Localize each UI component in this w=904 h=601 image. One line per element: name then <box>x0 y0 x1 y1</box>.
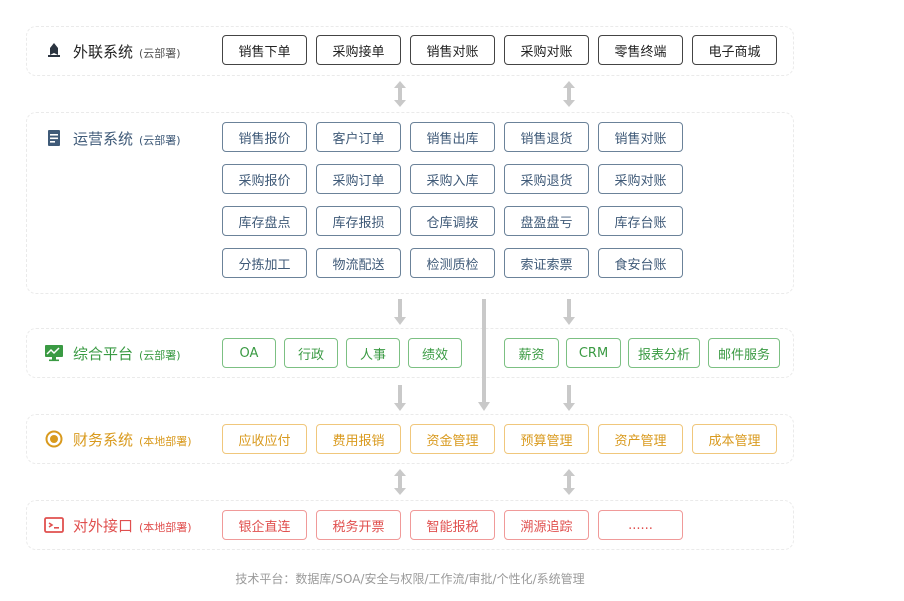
node-ops[interactable]: 库存报损 <box>316 206 401 236</box>
node-ops[interactable]: 仓库调拨 <box>410 206 495 236</box>
bidirectional-arrow-icon <box>563 469 575 495</box>
node-external[interactable]: 零售终端 <box>598 35 683 65</box>
node-ops[interactable]: 采购入库 <box>410 164 495 194</box>
node-ops[interactable]: 采购对账 <box>598 164 683 194</box>
section-title-text: 综合平台 <box>73 345 134 363</box>
section-title-interface: 对外接口 (本地部署) <box>73 515 192 536</box>
node-integrated[interactable]: 薪资 <box>504 338 559 368</box>
node-integrated[interactable]: OA <box>222 338 276 368</box>
node-ops[interactable]: 检测质检 <box>410 248 495 278</box>
terminal-icon <box>43 514 65 536</box>
node-ops[interactable]: 盘盈盘亏 <box>504 206 589 236</box>
node-ops[interactable]: 食安台账 <box>598 248 683 278</box>
section-finance <box>26 414 794 464</box>
node-external[interactable]: 电子商城 <box>692 35 777 65</box>
node-ops[interactable]: 索证索票 <box>504 248 589 278</box>
down-arrow-icon <box>394 299 406 325</box>
bidirectional-arrow-icon <box>394 81 406 107</box>
node-external[interactable]: 采购对账 <box>504 35 589 65</box>
node-integrated[interactable]: 邮件服务 <box>708 338 780 368</box>
down-arrow-icon <box>563 385 575 411</box>
long-down-arrow-icon <box>478 299 490 411</box>
node-ops[interactable]: 销售报价 <box>222 122 307 152</box>
section-deploy-label: (云部署) <box>139 349 181 362</box>
tech-platform-footer: 技术平台：数据库/SOA/安全与权限/工作流/审批/个性化/系统管理 <box>235 572 585 586</box>
node-finance[interactable]: 应收应付 <box>222 424 307 454</box>
node-finance[interactable]: 成本管理 <box>692 424 777 454</box>
down-arrow-icon <box>394 385 406 411</box>
section-interface <box>26 500 794 550</box>
node-finance[interactable]: 费用报销 <box>316 424 401 454</box>
section-deploy-label: (本地部署) <box>139 521 192 534</box>
node-integrated[interactable]: 人事 <box>346 338 400 368</box>
section-title-text: 外联系统 <box>73 43 134 61</box>
section-deploy-label: (本地部署) <box>139 435 192 448</box>
node-integrated[interactable]: 绩效 <box>408 338 462 368</box>
node-ops[interactable]: 库存台账 <box>598 206 683 236</box>
node-interface[interactable]: ...... <box>598 510 683 540</box>
section-title-text: 对外接口 <box>73 517 134 535</box>
section-title-text: 财务系统 <box>73 431 134 449</box>
down-arrow-icon <box>563 299 575 325</box>
section-integrated <box>26 328 794 378</box>
node-integrated[interactable]: 报表分析 <box>628 338 700 368</box>
node-finance[interactable]: 资产管理 <box>598 424 683 454</box>
node-ops[interactable]: 采购订单 <box>316 164 401 194</box>
node-ops[interactable]: 客户订单 <box>316 122 401 152</box>
bidirectional-arrow-icon <box>394 469 406 495</box>
node-finance[interactable]: 预算管理 <box>504 424 589 454</box>
node-external[interactable]: 采购接单 <box>316 35 401 65</box>
section-title-external: 外联系统 (云部署) <box>73 41 181 62</box>
section-deploy-label: (云部署) <box>139 134 181 147</box>
section-deploy-label: (云部署) <box>139 47 181 60</box>
node-ops[interactable]: 采购报价 <box>222 164 307 194</box>
node-integrated[interactable]: CRM <box>566 338 621 368</box>
node-interface[interactable]: 税务开票 <box>316 510 401 540</box>
node-ops[interactable]: 销售出库 <box>410 122 495 152</box>
node-ops[interactable]: 库存盘点 <box>222 206 307 236</box>
node-interface[interactable]: 溯源追踪 <box>504 510 589 540</box>
node-ops[interactable]: 销售退货 <box>504 122 589 152</box>
node-ops[interactable]: 物流配送 <box>316 248 401 278</box>
node-interface[interactable]: 银企直连 <box>222 510 307 540</box>
section-title-integrated: 综合平台 (云部署) <box>73 343 181 364</box>
node-interface[interactable]: 智能报税 <box>410 510 495 540</box>
section-title-finance: 财务系统 (本地部署) <box>73 429 192 450</box>
section-title-text: 运营系统 <box>73 130 134 148</box>
node-ops[interactable]: 采购退货 <box>504 164 589 194</box>
node-external[interactable]: 销售下单 <box>222 35 307 65</box>
coin-icon <box>43 428 65 450</box>
section-ops <box>26 112 794 294</box>
node-finance[interactable]: 资金管理 <box>410 424 495 454</box>
bidirectional-arrow-icon <box>563 81 575 107</box>
document-icon <box>43 127 65 149</box>
node-ops[interactable]: 分拣加工 <box>222 248 307 278</box>
node-ops[interactable]: 销售对账 <box>598 122 683 152</box>
section-external <box>26 26 794 76</box>
section-title-ops: 运营系统 (云部署) <box>73 128 181 149</box>
monitor-chart-icon <box>43 342 65 364</box>
node-external[interactable]: 销售对账 <box>410 35 495 65</box>
node-integrated[interactable]: 行政 <box>284 338 338 368</box>
rocket-icon <box>43 40 65 62</box>
